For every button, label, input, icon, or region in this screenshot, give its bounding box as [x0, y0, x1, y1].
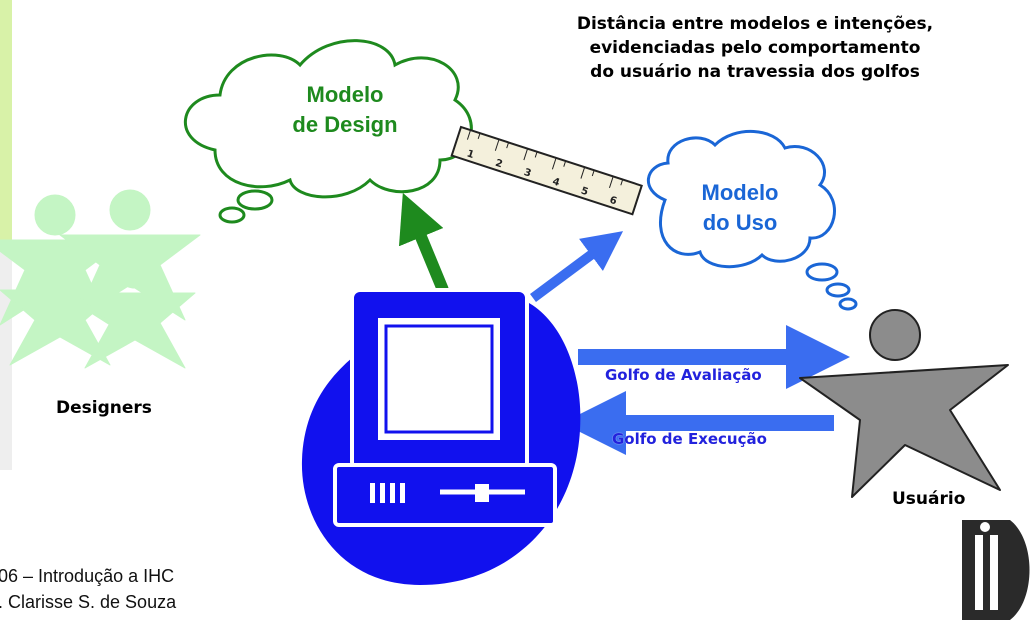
designers-figures	[0, 189, 201, 369]
user-label: Usuário	[892, 489, 966, 509]
ruler-tick-label: 6	[608, 195, 618, 208]
design-model-cloud	[184, 39, 473, 224]
ruler: 1 2 3 4 5 6	[450, 125, 643, 216]
use-model-line-1: Modelo	[701, 180, 779, 205]
footer-line-2: . Clarisse S. de Souza	[0, 592, 177, 612]
user-figure	[799, 309, 1009, 498]
heading-line-1: Distância entre modelos e intenções,	[576, 14, 934, 34]
ruler-tick-label: 1	[465, 148, 475, 161]
design-model-line-1: Modelo	[306, 82, 384, 107]
ruler-tick-label: 3	[522, 167, 532, 180]
left-gray-strip	[0, 240, 12, 470]
use-model-line-2: do Uso	[702, 210, 778, 235]
ruler-tick-label: 5	[579, 186, 589, 199]
design-model-label: Modelo de Design	[255, 80, 435, 140]
ruler-tick-label: 4	[551, 176, 561, 189]
use-model-label: Modelo do Uso	[680, 178, 800, 238]
logo-icon	[962, 520, 1030, 620]
design-model-line-2: de Design	[292, 112, 398, 137]
gulf-evaluation-label: Golfo de Avaliação	[605, 366, 762, 384]
heading-line-3: do usuário na travessia dos golfos	[590, 62, 920, 82]
computer-icon	[301, 288, 581, 585]
left-accent-strip	[0, 0, 12, 240]
slide-footer: 06 – Introdução a IHC . Clarisse S. de S…	[0, 563, 176, 615]
footer-line-1: 06 – Introdução a IHC	[0, 566, 175, 586]
computer-to-use-arrow	[530, 231, 624, 303]
heading-line-2: evidenciadas pelo comportamento	[589, 38, 921, 58]
gulf-execution-label: Golfo de Execução	[612, 430, 767, 448]
designers-label: Designers	[56, 398, 152, 418]
computer-to-design-arrow	[398, 192, 449, 293]
use-model-cloud	[646, 130, 858, 311]
ruler-tick-label: 2	[494, 158, 504, 171]
diagram-heading: Distância entre modelos e intenções, evi…	[520, 12, 990, 84]
